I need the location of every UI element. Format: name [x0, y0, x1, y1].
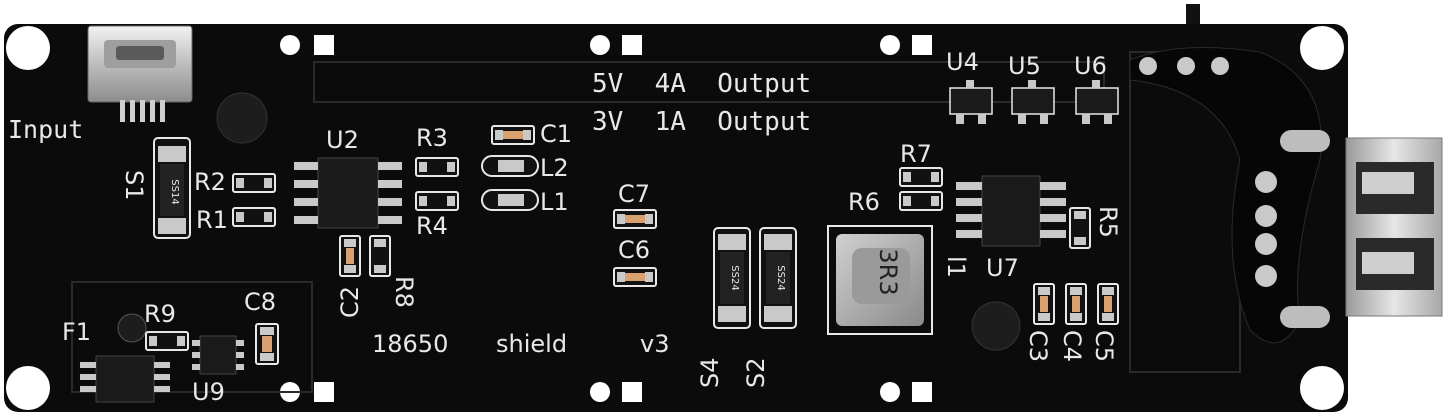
- label-u5: U5: [1008, 52, 1041, 80]
- label-r2: R2: [194, 168, 226, 196]
- label-c4: C4: [1058, 330, 1086, 362]
- label-c7: C7: [618, 180, 650, 208]
- s1-diode: SS14: [153, 137, 191, 239]
- solder-joints: [1129, 47, 1330, 344]
- label-r8: R8: [390, 276, 418, 308]
- label-u7: U7: [986, 254, 1019, 282]
- label-u6: U6: [1074, 52, 1107, 80]
- leds: [481, 155, 539, 211]
- sot23-transistors: [949, 80, 1119, 124]
- micro-usb-connector: [87, 25, 193, 122]
- label-c6: C6: [618, 236, 650, 264]
- label-r9: R9: [144, 300, 176, 328]
- cap-bodies: [262, 131, 1112, 352]
- label-r7: R7: [900, 140, 932, 168]
- label-u4: U4: [946, 48, 979, 76]
- label-c8: C8: [244, 288, 276, 316]
- label-l1-inductor: l1: [942, 256, 970, 278]
- s4-code: SS24: [729, 265, 740, 290]
- smd-pads: [149, 130, 1114, 361]
- via-hole: [117, 313, 147, 343]
- via-hole: [216, 92, 268, 144]
- label-r6: R6: [848, 188, 880, 216]
- s4-diode: SS24: [713, 227, 751, 329]
- u9-chip: [192, 335, 244, 375]
- label-c5: C5: [1090, 330, 1118, 362]
- inductor-3r3: 3R3: [827, 225, 933, 335]
- label-s4: S4: [696, 357, 724, 388]
- s2-code: SS24: [775, 265, 786, 290]
- inductor-value: 3R3: [874, 248, 902, 295]
- label-f1: F1: [62, 318, 91, 346]
- label-c1: C1: [540, 120, 572, 148]
- via-hole: [971, 301, 1021, 351]
- f1-chip: [80, 355, 170, 403]
- label-c2: C2: [336, 286, 364, 318]
- label-u2: U2: [326, 126, 359, 154]
- label-c3: C3: [1024, 330, 1052, 362]
- u2-chip: [294, 157, 402, 229]
- label-r3: R3: [416, 124, 448, 152]
- label-r4: R4: [416, 212, 448, 240]
- input-label: Input: [8, 115, 83, 144]
- usb-a-connector: [1345, 137, 1443, 317]
- silk-outlines: [71, 51, 1241, 393]
- switch-tab: [1186, 4, 1200, 24]
- label-u9: U9: [192, 378, 225, 406]
- shield-word: shield: [496, 330, 567, 358]
- output-line-2: 3V 1A Output: [592, 107, 811, 137]
- label-s1: S1: [120, 170, 148, 201]
- shield-number: 18650: [372, 330, 448, 358]
- s2-diode: SS24: [759, 227, 797, 329]
- mounting-holes: [6, 26, 1344, 410]
- label-r1: R1: [196, 206, 228, 234]
- u7-chip: [956, 175, 1066, 247]
- label-s2: S2: [742, 357, 770, 388]
- s1-code: SS14: [169, 179, 180, 204]
- output-line-1: 5V 4A Output: [592, 69, 811, 99]
- label-l1: L1: [540, 188, 569, 216]
- label-l2: L2: [540, 154, 569, 182]
- version-label: v3: [640, 330, 669, 358]
- label-r5: R5: [1094, 206, 1122, 238]
- silkscreen-text: 5V 4A Output 3V 1A Output Input 18650 sh…: [8, 48, 1122, 406]
